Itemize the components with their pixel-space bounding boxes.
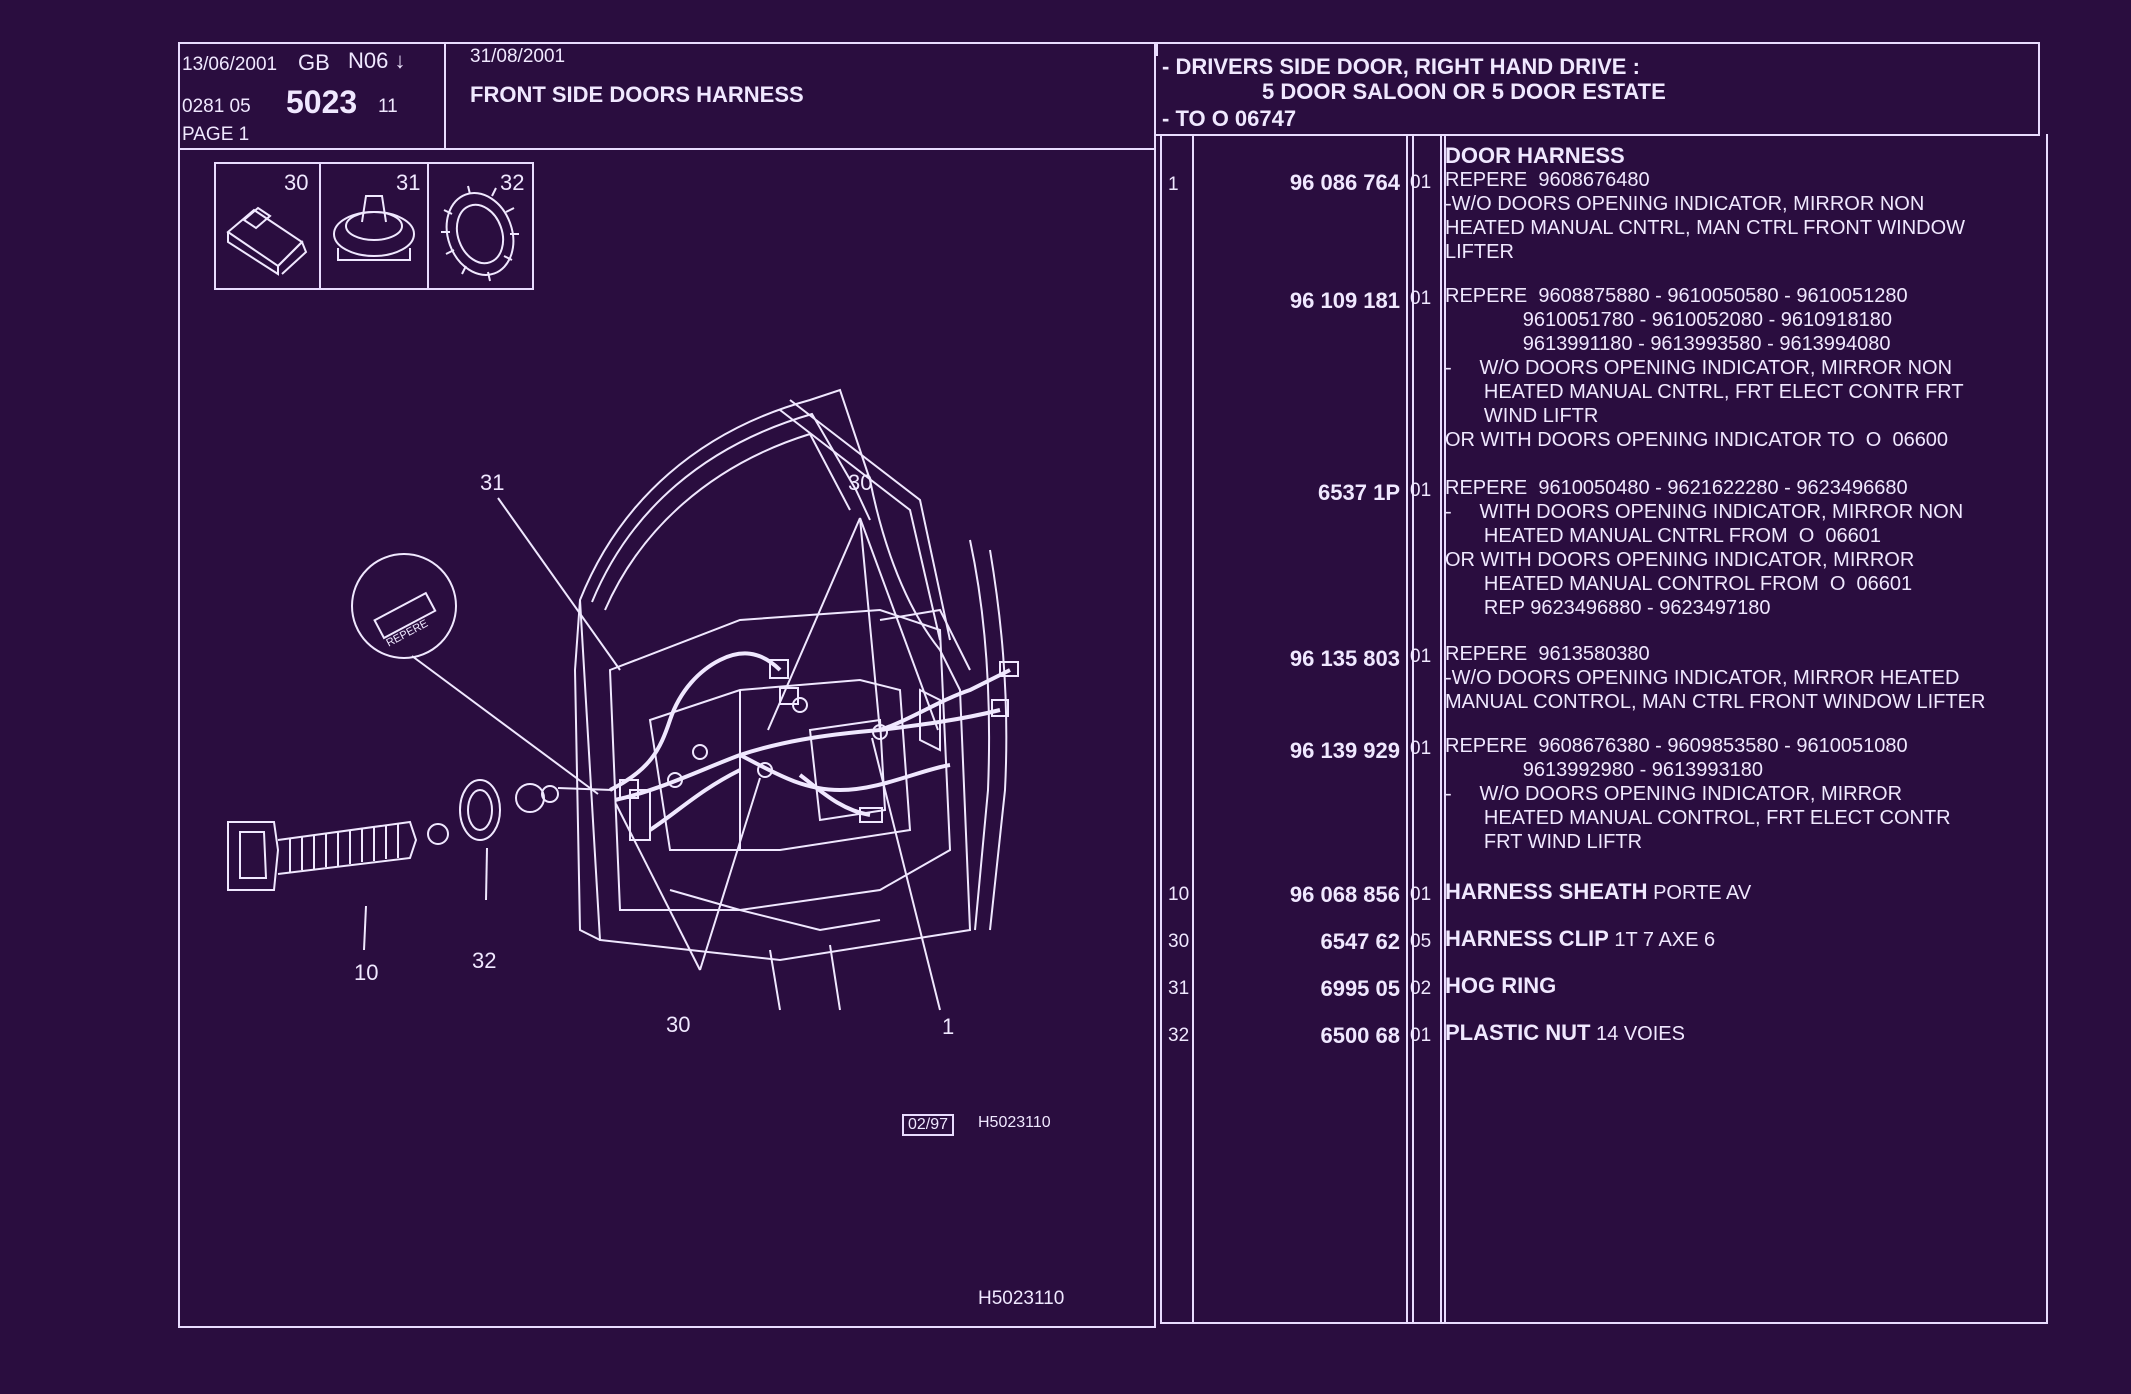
part-title-line-8: PLASTIC NUT 14 VOIES	[1445, 1021, 1685, 1046]
part-title-8: PLASTIC NUT	[1445, 1020, 1591, 1045]
harness-wire-main	[609, 651, 782, 792]
thumb-label-31: 31	[396, 170, 420, 195]
part-ref-6: 30	[1168, 931, 1190, 952]
part-desc-3: REPERE 9613580380 -W/O DOORS OPENING IND…	[1445, 643, 1986, 713]
callout-30-bottom: 30	[666, 1012, 690, 1037]
callout-30-top: 30	[848, 470, 872, 495]
harness-diagram: 31 30 10 32 30 1 REPERE	[180, 370, 1080, 1070]
callout-32: 32	[472, 948, 496, 973]
part-number-4: 96 139 929	[1289, 738, 1400, 763]
left-panel-frame	[178, 42, 1156, 1328]
thumbnail-svg: 30 31 32	[214, 162, 534, 290]
door-window-frame	[578, 388, 972, 962]
part-number-0: 96 086 764	[1289, 170, 1400, 195]
plastic-nut-part	[459, 779, 501, 841]
thumb-label-30: 30	[284, 170, 308, 195]
part-qty-1: 01	[1410, 288, 1432, 309]
header-code: N06 ↓	[348, 48, 406, 73]
applic-line-3: - TO O 06747	[1162, 106, 1297, 131]
part-ref-7: 31	[1168, 978, 1190, 999]
callout-10: 10	[354, 960, 378, 985]
part-number-2: 6537 1P	[1318, 480, 1400, 505]
part-number-7: 6995 05	[1320, 976, 1400, 1001]
part-title-line-7: HOG RING	[1445, 974, 1556, 999]
applic-line-2: 5 DOOR SALOON OR 5 DOOR ESTATE	[1262, 79, 1666, 104]
footer-code: H5023110	[978, 1288, 1065, 1309]
part-qty-0: 01	[1410, 172, 1432, 193]
applic-line-1: - DRIVERS SIDE DOOR, RIGHT HAND DRIVE :	[1162, 54, 1640, 79]
part-qty-5: 01	[1410, 884, 1432, 905]
part-title-line-5: HARNESS SHEATH PORTE AV	[1445, 880, 1751, 905]
part-desc-0: REPERE 9608676480 -W/O DOORS OPENING IND…	[1445, 169, 1966, 263]
part-number-8: 6500 68	[1320, 1023, 1400, 1048]
part-number-5: 96 068 856	[1289, 882, 1400, 907]
part-desc-4: REPERE 9608676380 - 9609853580 - 9610051…	[1445, 735, 1951, 853]
part-number-3: 96 135 803	[1289, 646, 1400, 671]
thumb-label-32: 32	[500, 170, 524, 195]
harness-sheath	[227, 821, 280, 891]
header-gb: GB	[298, 50, 330, 75]
thumbnail-strip: 30 31 32	[214, 162, 534, 290]
header-ref-suffix: 11	[378, 96, 398, 117]
doc-code-box: 02/97	[902, 1114, 955, 1136]
part-qty-4: 01	[1410, 738, 1432, 759]
part-title-7: HOG RING	[1445, 973, 1557, 998]
doc-code-box-text: 02/97	[908, 1116, 949, 1133]
part-title-line-6: HARNESS CLIP 1T 7 AXE 6	[1445, 927, 1715, 952]
header-page: PAGE 1	[182, 124, 250, 145]
part-desc-1: REPERE 9608875880 - 9610050580 - 9610051…	[1445, 285, 1964, 451]
part-ref-0: 1	[1168, 174, 1179, 195]
part-qty-2: 01	[1410, 480, 1432, 501]
part-number-6: 6547 62	[1320, 929, 1400, 954]
callout-31: 31	[480, 470, 504, 495]
part-title-5: HARNESS SHEATH	[1445, 879, 1648, 904]
right-header-divider	[1156, 134, 2040, 136]
part-qty-7: 02	[1410, 978, 1432, 999]
hog-ring-thumb-icon	[333, 195, 415, 261]
doc-code: H5023110	[978, 1114, 1051, 1131]
plastic-nut-thumb-icon	[441, 185, 519, 282]
part-title-0: DOOR HARNESS	[1445, 143, 1625, 168]
part-desc-2: REPERE 9610050480 - 9621622280 - 9623496…	[1445, 477, 1964, 619]
part-qty-3: 01	[1410, 646, 1432, 667]
repere-badge	[351, 553, 457, 659]
callout-1: 1	[942, 1014, 954, 1039]
part-qty-8: 01	[1410, 1025, 1432, 1046]
header-date-mid: 31/08/2001	[470, 46, 566, 67]
clip-thumb-icon	[226, 206, 308, 276]
part-title-rest-8: 14 VOIES	[1590, 1023, 1685, 1045]
part-number-1: 96 109 181	[1289, 288, 1400, 313]
page-title: FRONT SIDE DOORS HARNESS	[470, 82, 804, 107]
header-ref-left: 0281 05	[182, 96, 251, 117]
header-ref-big: 5023	[286, 84, 358, 120]
part-title-rest-5: PORTE AV	[1647, 882, 1752, 904]
part-title-rest-6: 1T 7 AXE 6	[1608, 929, 1716, 951]
part-title-6: HARNESS CLIP	[1445, 926, 1609, 951]
part-ref-8: 32	[1168, 1025, 1190, 1046]
harness-diagram-svg: 31 30 10 32 30 1 REPERE	[227, 388, 1019, 1039]
part-ref-5: 10	[1168, 884, 1190, 905]
header-date-left: 13/06/2001	[182, 54, 278, 75]
part-qty-6: 05	[1410, 931, 1432, 952]
